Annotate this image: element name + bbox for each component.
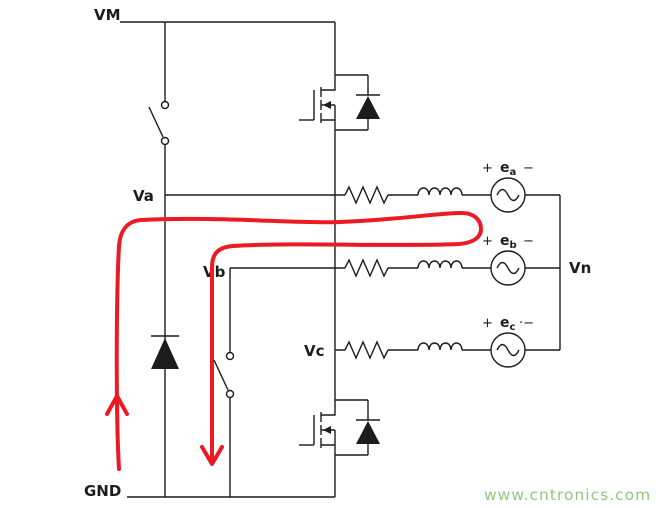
top-mosfet-arrow — [323, 101, 331, 109]
source-ea-minus: − — [523, 161, 534, 176]
top-body-diode-triangle — [356, 96, 380, 119]
current-loop-path — [114, 211, 483, 471]
source-ec-label: + ec ·− — [482, 315, 534, 333]
bottom-mosfet-arrow — [323, 426, 331, 434]
phase-c-resistor — [344, 340, 389, 360]
phase-a-branch — [165, 177, 560, 213]
mosfet-source-lead — [321, 119, 336, 130]
current-arrow-down-icon — [200, 445, 224, 466]
source-eb-label: + eb − — [482, 233, 534, 251]
switch-blade — [148, 106, 164, 138]
switch-contact — [160, 100, 170, 110]
source-ec-plus: + — [482, 316, 493, 331]
mosfet-source-lead — [321, 444, 336, 455]
source-eb-name: eb — [500, 233, 517, 251]
switch-blade — [213, 359, 229, 391]
source-ea-name: ea — [500, 160, 516, 178]
mosfet-drain-lead — [321, 400, 336, 416]
vm-label: VM — [94, 6, 121, 24]
source-eb-circle — [490, 250, 526, 286]
watermark: www.cntronics.com — [484, 486, 651, 504]
source-ea-plus: + — [482, 161, 493, 176]
schematic-fills — [151, 96, 380, 444]
vn-label: Vn — [569, 259, 591, 277]
phase-b-branch — [213, 250, 560, 497]
source-ec-name: ec — [500, 315, 516, 333]
phase-a-resistor — [344, 185, 389, 205]
top-body-diode-wires — [335, 74, 380, 131]
phase-b-resistor — [344, 258, 389, 278]
phase-c-branch — [335, 332, 560, 368]
phase-a-inductor — [417, 187, 463, 196]
mosfet-drain-lead — [321, 75, 336, 91]
freewheel-diode-triangle — [151, 338, 179, 369]
source-eb-sine — [496, 261, 520, 275]
schematic-labels: VM GND Va Vb Vc Vn + ea − + eb − + ec ·− — [84, 6, 591, 500]
source-eb-minus: − — [523, 234, 534, 249]
bottom-body-diode-wires — [335, 399, 380, 456]
vb-label: Vb — [203, 263, 226, 281]
bottom-body-diode-triangle — [356, 421, 380, 444]
source-ec-circle — [490, 332, 526, 368]
vc-label: Vc — [304, 342, 325, 360]
gnd-label: GND — [84, 482, 121, 500]
current-path-annotation — [105, 211, 483, 471]
high-side-switch — [148, 100, 170, 146]
switch-contact — [160, 136, 170, 146]
source-ea-circle — [490, 177, 526, 213]
low-side-switch — [213, 351, 235, 399]
source-ec-sine — [496, 343, 520, 357]
switch-contact — [225, 389, 235, 399]
switch-contact — [225, 351, 235, 361]
phase-b-inductor — [417, 260, 463, 269]
source-ea-label: + ea − — [482, 160, 534, 178]
current-arrow-up-icon — [105, 394, 129, 416]
va-label: Va — [133, 187, 154, 205]
schematic-wires — [120, 21, 561, 498]
source-ea-sine — [496, 188, 520, 202]
source-ec-minus: ·− — [519, 316, 534, 331]
phase-c-inductor — [417, 342, 463, 351]
source-eb-plus: + — [482, 234, 493, 249]
